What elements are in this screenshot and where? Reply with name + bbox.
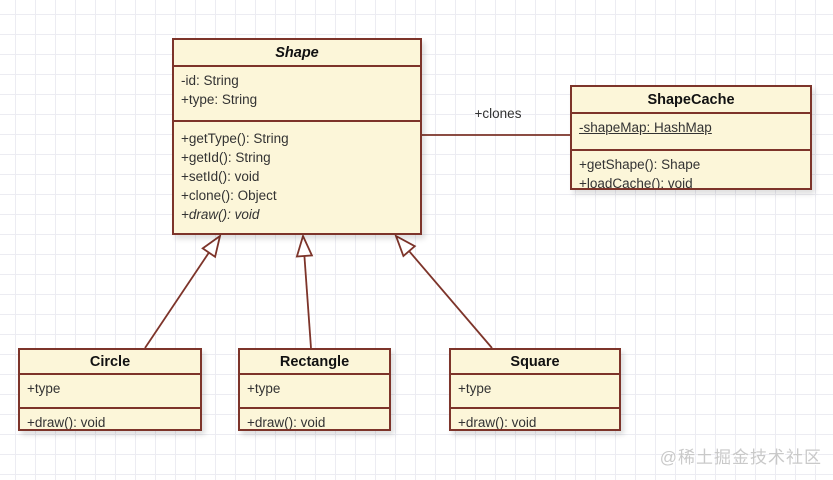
watermark-text: @稀土掘金技术社区 — [659, 448, 822, 467]
class-shapecache: ShapeCache -shapeMap: HashMap +getShape(… — [570, 85, 812, 190]
attribute-row: +type — [458, 381, 492, 396]
attribute-row-static: -shapeMap: HashMap — [579, 120, 712, 135]
class-square-attributes: +type — [451, 373, 619, 407]
method-row: +setId(): void — [181, 169, 260, 184]
method-row: +draw(): void — [247, 415, 326, 429]
class-shape-attributes: -id: String +type: String — [174, 65, 420, 120]
association-label-clones: +clones — [474, 106, 522, 121]
class-shape-title: Shape — [275, 45, 319, 61]
class-rectangle: Rectangle +type +draw(): void — [238, 348, 391, 431]
attribute-row: +type — [247, 381, 281, 396]
class-shapecache-methods: +getShape(): Shape +loadCache(): void — [572, 149, 810, 188]
class-circle-methods: +draw(): void — [20, 407, 200, 429]
class-circle: Circle +type +draw(): void — [18, 348, 202, 431]
method-row: +getType(): String — [181, 131, 289, 146]
inheritance-line-circle — [144, 252, 210, 349]
method-row-abstract-draw: +draw(): void — [181, 207, 260, 222]
class-rectangle-title: Rectangle — [279, 354, 350, 370]
class-shape-methods: +getType(): String +getId(): String +set… — [174, 120, 420, 233]
method-row: +clone(): Object — [181, 188, 277, 203]
method-row: +draw(): void — [458, 415, 537, 429]
inheritance-line-square — [408, 250, 493, 349]
class-rectangle-attributes: +type — [240, 373, 389, 407]
class-square-methods: +draw(): void — [451, 407, 619, 429]
inheritance-arrowhead-circle — [201, 233, 222, 259]
class-rectangle-methods: +draw(): void — [240, 407, 389, 429]
class-shape: Shape -id: String +type: String +getType… — [172, 38, 422, 235]
inheritance-arrowhead-rectangle — [295, 233, 314, 258]
attribute-row: +type — [27, 381, 61, 396]
class-shapecache-attributes: -shapeMap: HashMap — [572, 112, 810, 149]
method-row: +loadCache(): void — [579, 176, 693, 188]
method-row: +getShape(): Shape — [579, 157, 701, 172]
class-circle-title: Circle — [89, 354, 131, 370]
attribute-row: -id: String — [181, 73, 239, 88]
method-row: +draw(): void — [27, 415, 106, 429]
class-square-title: Square — [510, 354, 560, 370]
method-row: +getId(): String — [181, 150, 271, 165]
inheritance-line-rectangle — [303, 255, 312, 349]
attribute-row: +type: String — [181, 92, 258, 107]
class-circle-attributes: +type — [20, 373, 200, 407]
class-shapecache-title: ShapeCache — [647, 92, 735, 108]
class-square: Square +type +draw(): void — [449, 348, 621, 431]
inheritance-arrowhead-square — [394, 234, 417, 258]
